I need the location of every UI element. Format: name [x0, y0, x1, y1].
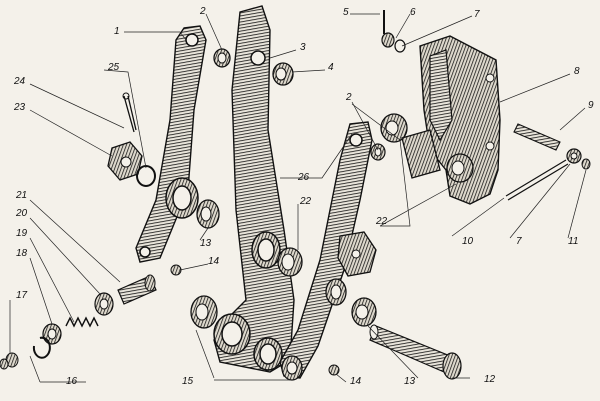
- label-part-16: 16: [66, 376, 78, 387]
- label-part-8: 8: [574, 66, 580, 77]
- label-part-18: 18: [16, 248, 28, 259]
- center-long-lever: [213, 5, 295, 373]
- leader-lines: [9, 13, 587, 383]
- label-part-3: 3: [300, 42, 306, 53]
- label-part-1: 1: [114, 26, 120, 37]
- part-23-24-25-nut-pin-washer: [107, 92, 156, 187]
- part-16-17-rings: [0, 336, 51, 370]
- label-part-2-middle: 2: [345, 92, 352, 103]
- label-part-22-left: 22: [299, 196, 312, 207]
- part-22-bushing: [277, 247, 303, 277]
- part-9-10-11-rod-assembly: [505, 123, 591, 201]
- part-2-washer-top: [213, 48, 231, 68]
- label-part-25: 25: [107, 62, 120, 73]
- label-part-22-right: 22: [375, 216, 388, 227]
- part-13-bushings: [196, 199, 377, 327]
- label-part-7-top: 7: [474, 9, 480, 20]
- label-part-11: 11: [568, 236, 578, 247]
- part-1-lever: [135, 25, 207, 263]
- label-part-12: 12: [484, 374, 496, 385]
- part-15-washer: [190, 295, 303, 381]
- label-part-4: 4: [328, 62, 334, 73]
- label-part-20: 20: [15, 208, 28, 219]
- part-4-bushing: [272, 62, 294, 86]
- part-5-6-7-pin-nut: [381, 10, 406, 53]
- part-number-labels: 1 2 2 3 4 5 6 7 7 8 9 10 11 12 13 13 14 …: [13, 6, 594, 387]
- label-part-10: 10: [462, 236, 474, 247]
- label-part-23: 23: [13, 102, 26, 113]
- label-part-17: 17: [16, 290, 28, 301]
- label-part-19: 19: [16, 228, 28, 239]
- label-part-7-bottom: 7: [516, 236, 522, 247]
- label-part-2-top: 2: [199, 6, 206, 17]
- part-18-21-shaft-assembly: [42, 274, 157, 345]
- part-26-lever: [279, 121, 377, 379]
- label-part-14-bottom: 14: [350, 376, 362, 387]
- label-part-6: 6: [410, 7, 416, 18]
- label-part-13-right: 13: [404, 376, 416, 387]
- label-part-24: 24: [13, 76, 26, 87]
- label-part-13-left: 13: [200, 238, 212, 249]
- label-part-26: 26: [297, 172, 310, 183]
- label-part-21: 21: [15, 190, 27, 201]
- part-8-bracket: [419, 35, 501, 205]
- label-part-15: 15: [182, 376, 194, 387]
- part-12-pin: [369, 324, 462, 380]
- label-part-5: 5: [343, 7, 349, 18]
- label-part-9: 9: [588, 100, 594, 111]
- label-part-14-top: 14: [208, 256, 220, 267]
- bracket-bushings: [370, 113, 474, 183]
